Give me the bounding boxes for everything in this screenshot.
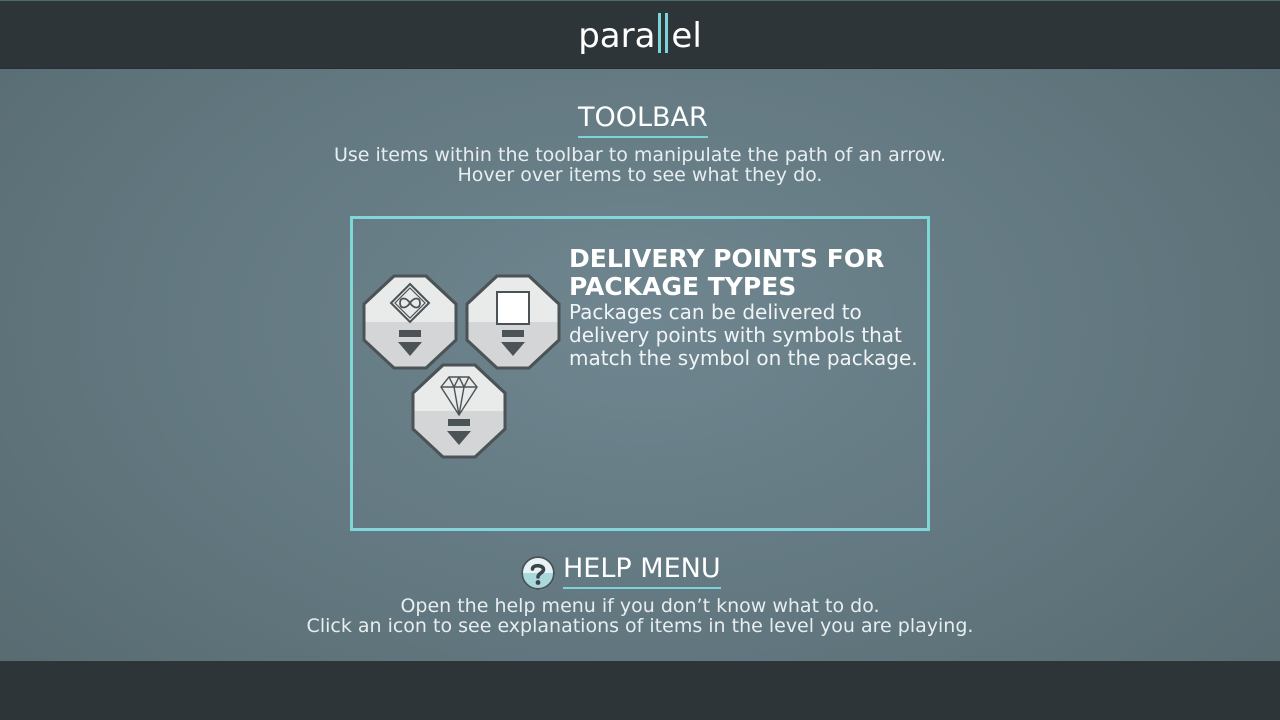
logo-bars-icon: [656, 13, 670, 53]
logo-text-left: para: [578, 16, 656, 56]
delivery-point-infinity-token[interactable]: [362, 274, 458, 370]
delivery-point-square-token[interactable]: [465, 274, 561, 370]
panel-text: Packages can be delivered to delivery po…: [569, 300, 918, 370]
help-menu-title: HELP MENU: [563, 553, 721, 589]
toolbar-desc-line1: Use items within the toolbar to manipula…: [333, 144, 947, 166]
help-question-icon[interactable]: [520, 555, 556, 591]
gem-icon: [440, 376, 478, 417]
infinity-diamond-icon: [389, 282, 431, 324]
logo-text-right: el: [671, 16, 702, 56]
help-desc-line2: Click an icon to see explanations of ite…: [306, 615, 974, 637]
bottom-bar: [0, 661, 1280, 720]
panel-title: DELIVERY POINTS FOR PACKAGE TYPES: [569, 244, 885, 301]
delivery-point-gem-token[interactable]: [411, 363, 507, 459]
toolbar-title: TOOLBAR: [578, 102, 708, 138]
help-desc-line1: Open the help menu if you don’t know wha…: [400, 595, 880, 617]
toolbar-desc-line2: Hover over items to see what they do.: [457, 164, 823, 186]
square-icon: [496, 291, 530, 325]
tutorial-panel: DELIVERY POINTS FOR PACKAGE TYPES Packag…: [350, 216, 930, 531]
